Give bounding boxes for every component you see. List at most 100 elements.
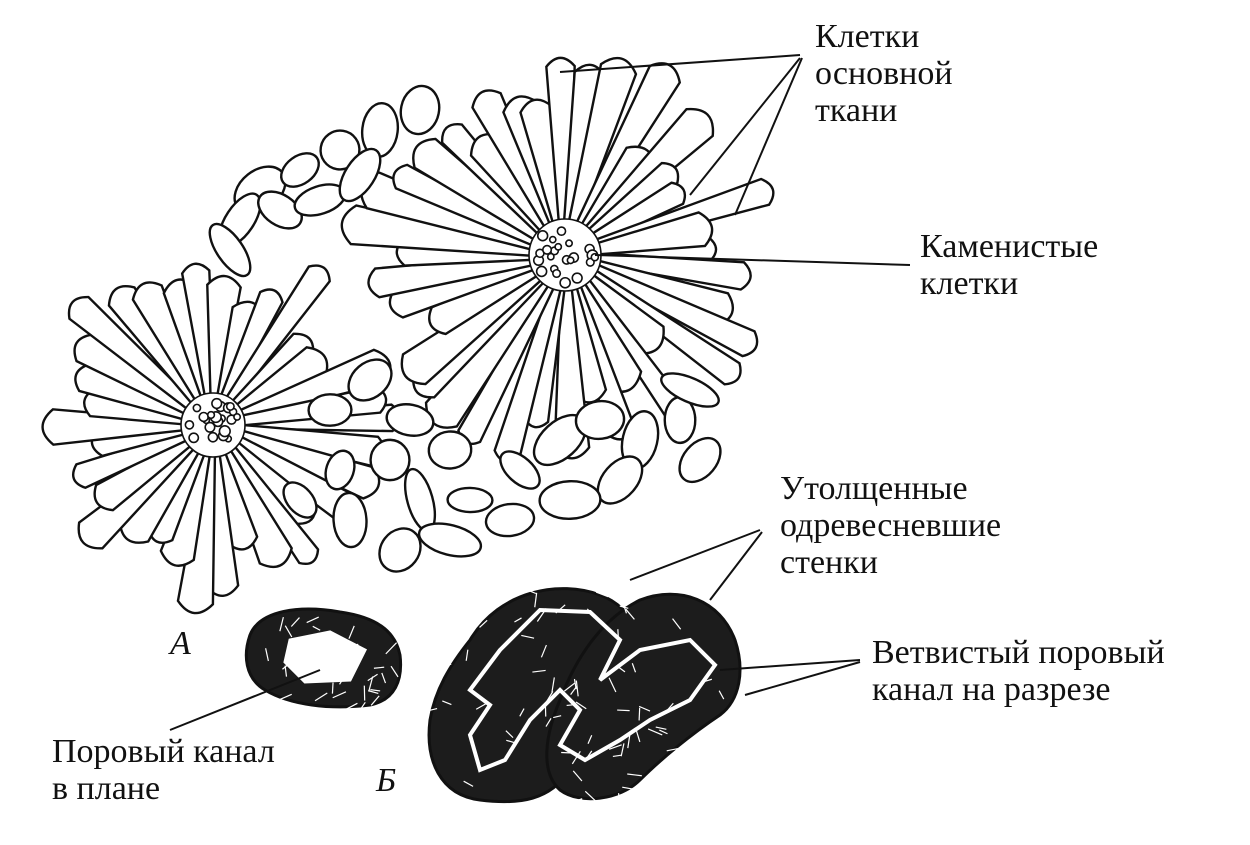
stone-cell: [218, 425, 231, 438]
wall-hatch-line: [620, 743, 625, 757]
wall-hatching: [265, 589, 751, 818]
label-thickened-walls: Утолщенные одревесневшие стенки: [780, 470, 1002, 581]
wall-hatch-line: [314, 692, 328, 702]
wall-hatch-line: [561, 751, 576, 754]
leader-stone-cells: [594, 254, 911, 266]
wall-hatch-line: [318, 636, 328, 649]
wall-hatch-line: [555, 604, 566, 614]
wall-hatch-line: [627, 733, 631, 749]
rosette-upper-cell: [340, 204, 538, 258]
wall-hatch-line: [608, 744, 622, 750]
panel-letter-b: Б: [376, 762, 397, 799]
wall-hatch-line: [463, 780, 474, 787]
wall-hatch-line: [279, 693, 292, 701]
wall-hatch-line: [475, 702, 489, 710]
rosette-lower-cell: [72, 429, 189, 490]
stone-cell: [559, 276, 571, 289]
wall-hatch-line: [617, 793, 621, 808]
wall-hatch-line: [551, 677, 555, 693]
stone-cell: [188, 432, 200, 444]
wall-hatch-line: [619, 804, 626, 818]
stone-cell: [184, 420, 195, 430]
parenchyma-cell: [399, 84, 441, 136]
wall-hatch-line: [573, 678, 577, 690]
wall-hatch-line: [399, 617, 410, 623]
rosette-upper-cell: [412, 137, 546, 244]
stone-cell: [192, 403, 202, 413]
wall-hatch-line: [385, 642, 398, 655]
wall-hatch-line: [323, 648, 337, 654]
stone-cell: [552, 268, 562, 279]
wall-hatch-line: [666, 747, 681, 752]
wall-hatch-line: [631, 663, 637, 673]
stone-cell-large-right: [545, 592, 742, 801]
wall-hatch-line: [570, 798, 583, 804]
wall-hatch-line: [627, 773, 642, 777]
wall-hatch-line: [313, 655, 328, 662]
rosette-lower-cell: [225, 444, 320, 565]
wall-hatch-line: [442, 700, 452, 706]
wall-hatch-line: [265, 648, 269, 662]
leader-pore-plan: [169, 669, 321, 731]
parenchyma-cell: [678, 436, 722, 484]
branched-pore-canal-section: [467, 607, 718, 773]
label-stone-cells: Каменистые клетки: [920, 228, 1099, 302]
wall-hatch-line: [368, 676, 374, 692]
wall-hatch-line: [617, 629, 620, 641]
wall-hatch-line: [665, 702, 674, 712]
stone-cells-section-b: [244, 587, 751, 818]
rosette-upper-right: [340, 56, 775, 464]
wall-hatch-line: [479, 619, 488, 628]
rosette-lower-cell: [220, 448, 293, 569]
stone-cell: [206, 410, 216, 420]
wall-hatch-line: [368, 690, 379, 694]
wall-hatch-line: [373, 666, 385, 669]
wall-hatch-line: [638, 705, 651, 712]
rosette-upper-cell: [566, 56, 638, 230]
rosette-upper-cell: [583, 161, 680, 243]
stone-cell: [548, 235, 557, 244]
wall-hatch-line: [349, 643, 359, 649]
stone-cell: [566, 256, 575, 265]
wall-hatch-line: [313, 632, 319, 646]
wall-hatch-line: [612, 754, 622, 758]
wall-hatch-line: [339, 676, 345, 685]
wall-hatch-line: [625, 608, 635, 620]
wall-hatch-line: [335, 672, 339, 682]
wall-hatch-line: [647, 728, 663, 736]
wall-hatch-line: [659, 729, 668, 735]
rosette-lower-cell: [107, 285, 202, 406]
wall-hatch-line: [718, 690, 725, 700]
parenchyma-cell: [208, 222, 252, 278]
leader-thickened-1: [629, 529, 761, 581]
stone-cell-cluster-upper: [528, 218, 602, 292]
wall-hatch-line: [290, 617, 300, 627]
rosette-upper-cell: [587, 181, 687, 247]
stone-cell: [233, 413, 242, 421]
wall-hatch-line: [584, 790, 598, 803]
wall-hatch-line: [571, 750, 581, 765]
rosette-lower-cell: [224, 264, 331, 405]
rosette-upper-cell: [592, 252, 752, 291]
wall-hatch-line: [575, 701, 587, 710]
parenchyma-cell: [574, 399, 626, 441]
wall-hatch-line: [619, 605, 629, 609]
wall-hatch-line: [691, 770, 698, 785]
wall-hatch-line: [708, 767, 723, 771]
parenchyma-cell: [499, 450, 541, 490]
parenchyma-cell: [417, 522, 483, 558]
rosette-lower-cell: [131, 281, 206, 402]
wall-hatch-line: [282, 662, 291, 670]
wall-hatch-line: [390, 665, 399, 678]
parenchyma-cell: [307, 393, 353, 427]
stone-cell: [211, 397, 223, 410]
parenchyma-cell: [369, 438, 411, 482]
stone-cell-cluster-lower: [180, 392, 246, 458]
wall-hatch-line: [617, 709, 630, 712]
stone-cell: [565, 239, 573, 248]
wall-hatch-line: [456, 597, 469, 600]
wall-hatch-line: [279, 616, 284, 632]
stone-cell: [542, 244, 553, 255]
wall-hatch-line: [514, 617, 522, 623]
